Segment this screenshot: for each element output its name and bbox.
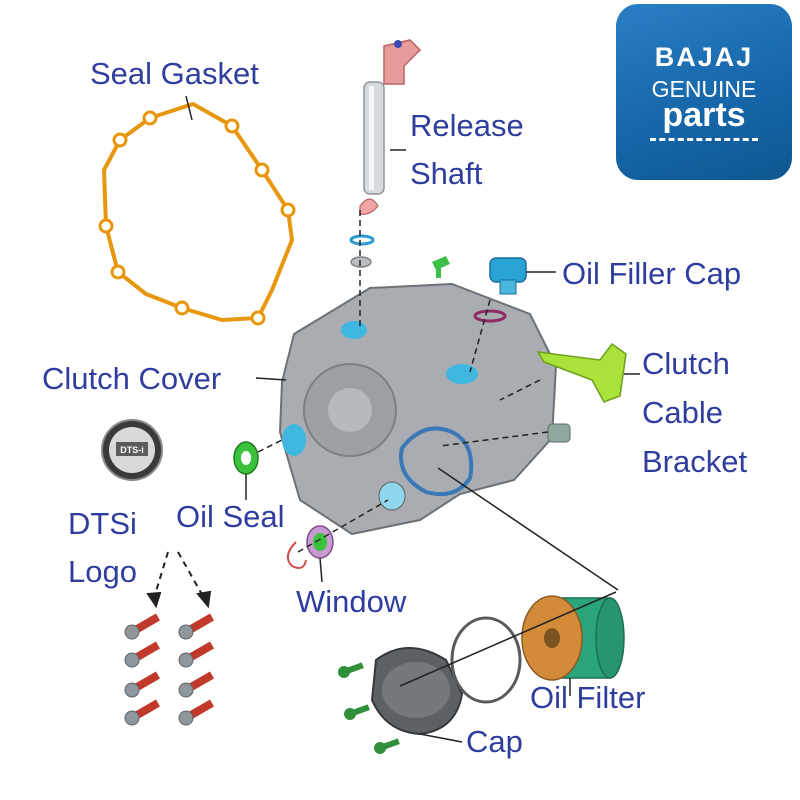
leader-cap: [419, 733, 463, 743]
clutch-cable-bracket-part: [536, 342, 627, 403]
oil-filler-cap-part: [473, 257, 527, 323]
bolt: [178, 671, 214, 698]
leader-window: [319, 557, 323, 583]
dtsi-logo-text: DTS-i: [120, 445, 144, 455]
leader-seal-gasket: [185, 95, 193, 121]
label-oil-filter: Oil Filter: [530, 680, 646, 715]
assembly-line-filter: [437, 467, 619, 591]
bolt: [124, 671, 160, 698]
seal-gasket-part: [98, 102, 296, 326]
brand-parts: parts: [662, 96, 746, 134]
o-ring-part: [450, 616, 522, 704]
label-cap: Cap: [466, 724, 523, 759]
cap-screws-part: [338, 662, 400, 754]
screw: [374, 738, 400, 754]
label-release-shaft-line2: Shaft: [410, 156, 483, 191]
plug-part: [547, 423, 571, 443]
oil-seal-part: [233, 441, 259, 475]
bolt: [178, 641, 214, 668]
screw: [344, 704, 370, 720]
assembly-line-plug: [439, 431, 549, 447]
label-release-shaft-line1: Release: [410, 108, 524, 143]
brand-dashes: [650, 138, 758, 141]
label-seal-gasket: Seal Gasket: [90, 56, 259, 91]
window-part: [286, 525, 334, 569]
bolt: [178, 613, 214, 640]
bolt-arrows: [146, 551, 212, 609]
assembly-line-window: [297, 499, 389, 553]
label-clutch-cable-bracket-line2: Cable: [642, 395, 723, 430]
label-oil-seal: Oil Seal: [176, 499, 285, 534]
assembly-line-filler: [469, 299, 491, 373]
leader-clutch-cover: [255, 377, 287, 381]
filter-cap-part: [370, 647, 464, 736]
bolt: [124, 699, 160, 726]
brand-name: BAJAJ: [654, 42, 754, 72]
assembly-line-cap: [399, 591, 617, 687]
oil-filter-part: [521, 595, 625, 681]
bolt: [178, 699, 214, 726]
label-dtsi-logo-line2: Logo: [68, 554, 137, 589]
bolts-part: [124, 613, 214, 726]
screw: [338, 662, 364, 678]
bolt: [124, 641, 160, 668]
label-clutch-cable-bracket-line3: Bracket: [642, 444, 748, 479]
clutch-cover-part: [278, 282, 558, 536]
release-shaft-part: [349, 39, 422, 268]
label-window: Window: [296, 584, 407, 619]
leader-lines: [185, 95, 640, 743]
green-screw-part: [432, 256, 450, 278]
dtsi-logo-badge: DTS-i: [101, 419, 163, 481]
label-clutch-cable-bracket-line1: Clutch: [642, 346, 730, 381]
assembly-line-bracket: [499, 379, 541, 401]
label-dtsi-logo-line1: DTSi: [68, 506, 137, 541]
assembly-line-oil-seal: [257, 439, 283, 453]
bolt: [124, 613, 160, 640]
bajaj-genuine-parts-logo: BAJAJ GENUINE parts: [616, 4, 792, 180]
label-oil-filler-cap: Oil Filler Cap: [562, 256, 742, 291]
brand-genuine: GENUINE: [651, 76, 757, 102]
label-clutch-cover: Clutch Cover: [42, 361, 222, 396]
